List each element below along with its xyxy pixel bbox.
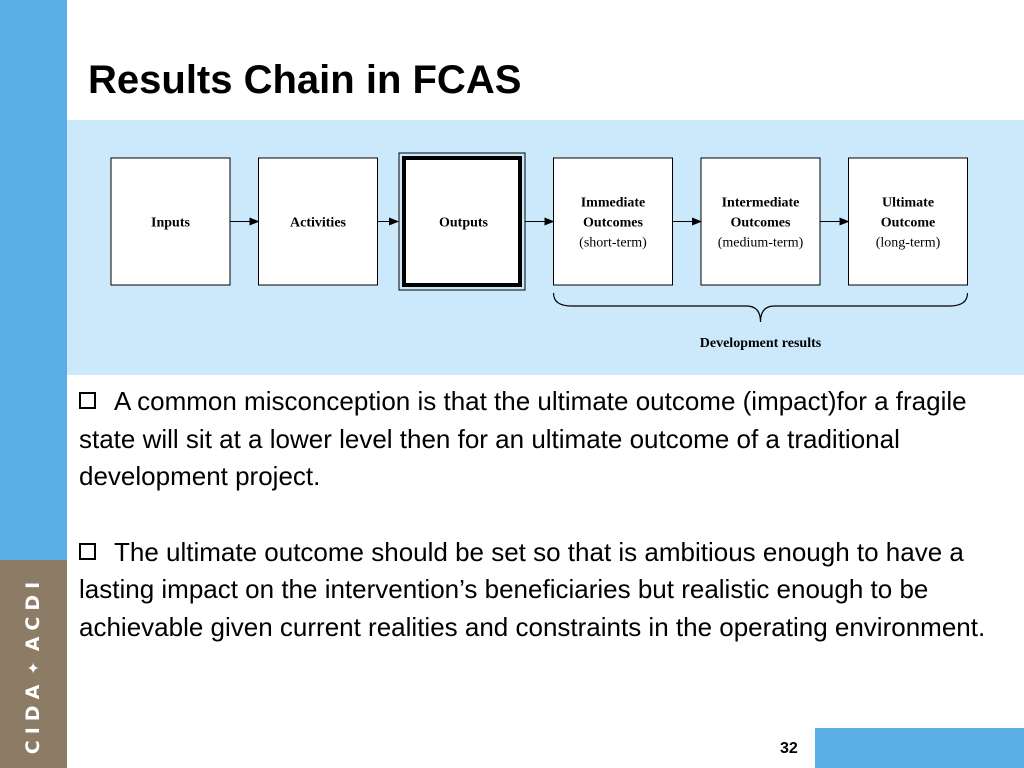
highlight-box [402, 156, 522, 287]
chain-box-label: (long-term) [876, 236, 941, 251]
chain-box-label: Inputs [151, 216, 190, 231]
cida-acdi-logo: CIDA ✦ ACDI [22, 576, 44, 754]
chain-box-label: (medium-term) [718, 236, 804, 251]
footer-accent-bar [815, 728, 1024, 768]
chain-box-label: Intermediate [722, 196, 800, 211]
logo-panel [0, 560, 67, 768]
chain-box: Outputs [398, 152, 526, 291]
bullet-list: A common misconception is that the ultim… [79, 383, 1014, 684]
left-accent-bar [0, 0, 67, 560]
bullet-text: A common misconception is that the ultim… [79, 386, 967, 491]
page-number: 32 [780, 740, 798, 757]
chain-box-frame [110, 157, 231, 286]
chain-box-label: Ultimate [882, 196, 934, 211]
maple-leaf-icon: ✦ [24, 655, 43, 675]
chain-box-label: Activities [290, 216, 347, 231]
chain-box-label: Outcome [881, 216, 935, 231]
chain-box-label: Outputs [439, 216, 489, 231]
brace-label: Development results [700, 336, 822, 351]
bullet-item: A common misconception is that the ultim… [79, 383, 1014, 496]
diagram-canvas: Inputs Activities Outputs ImmediateOutcomes… [110, 152, 969, 351]
chain-box-frame [258, 157, 378, 286]
chain-box: Activities [258, 157, 378, 286]
development-results-brace [552, 292, 969, 323]
chain-box-frame [700, 157, 821, 286]
bullet-text: The ultimate outcome should be set so th… [79, 536, 986, 642]
slide-title: Results Chain in FCAS [88, 58, 522, 102]
logo-right-text: ACDI [22, 575, 44, 652]
chain-box-frame [553, 157, 673, 286]
checkbox-bullet-icon [79, 542, 96, 560]
checkbox-bullet-icon [79, 392, 96, 409]
chain-box-frame [848, 157, 968, 286]
logo-left-text: CIDA [22, 678, 44, 755]
chain-box-label: (short-term) [579, 236, 647, 251]
chain-box-label: Immediate [581, 196, 646, 211]
chain-box-label: Outcomes [731, 216, 791, 231]
bullet-item: The ultimate outcome should be set so th… [79, 534, 1014, 647]
chain-box-label: Outcomes [583, 216, 643, 231]
chain-box: Inputs [110, 157, 231, 286]
